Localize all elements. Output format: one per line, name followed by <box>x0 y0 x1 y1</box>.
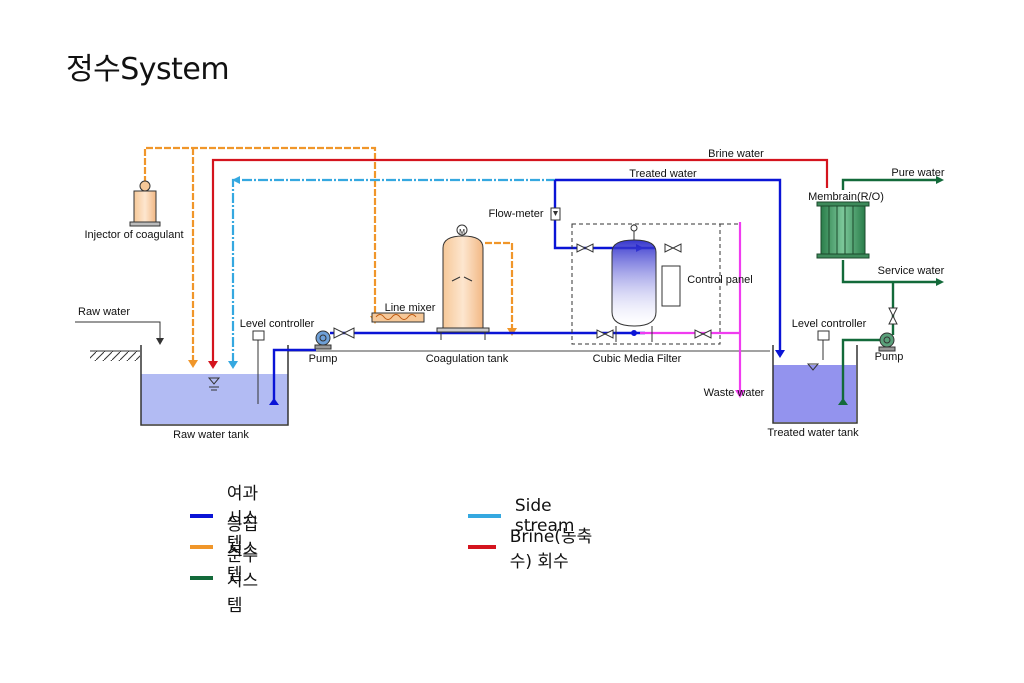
legend-label: Brine(농축수) 회수 <box>509 527 593 572</box>
ground <box>90 350 770 361</box>
label-flow-meter: Flow-meter <box>488 208 543 220</box>
label-treated-water-tank: Treated water tank <box>767 427 859 439</box>
label-pure-water: Pure water <box>891 167 945 179</box>
injector-of-coagulant <box>129 180 161 227</box>
level-controller-right <box>817 330 830 360</box>
legend-item-brine: Brine(농축수) 회수 <box>468 527 595 572</box>
label-pump-right: Pump <box>875 351 904 363</box>
brine-line <box>208 158 829 369</box>
waste-lines <box>640 222 742 392</box>
pure-water-arrows <box>838 176 944 405</box>
label-service-water: Service water <box>878 265 945 277</box>
legend-swatch <box>190 576 213 580</box>
legend-swatch <box>468 545 496 549</box>
label-motor: M <box>459 229 465 236</box>
legend-swatch <box>190 545 213 549</box>
legend-item-filtration: 여과시스템 <box>190 484 266 554</box>
control-piping <box>571 223 740 345</box>
page-title: 정수System <box>66 52 230 87</box>
label-coagulation-tank: Coagulation tank <box>426 353 509 365</box>
raw-water-tank <box>140 345 289 426</box>
waste-arrow <box>735 390 745 398</box>
flow-meter <box>550 207 561 221</box>
pump-left <box>314 327 355 350</box>
legend-item-pure: 순수시스템 <box>190 546 266 616</box>
membrane-ro <box>816 201 870 259</box>
filtration-arrows <box>269 244 785 405</box>
side-stream-line <box>228 176 555 369</box>
raw-water-inlet <box>75 321 164 345</box>
pump-right <box>878 332 896 352</box>
legend-item-coagulation: 응집시스템 <box>190 515 266 585</box>
label-treated-water: Treated water <box>629 168 697 180</box>
legend-label: 여과시스템 <box>226 483 259 554</box>
label-raw-water-tank: Raw water tank <box>173 429 249 441</box>
label-level-controller-right: Level controller <box>792 318 867 330</box>
label-cubic-media-filter: Cubic Media Filter <box>593 353 682 365</box>
label-pump-left: Pump <box>309 353 338 365</box>
line-mixer <box>371 312 425 323</box>
coagulation-lines <box>143 146 514 362</box>
label-membrane: Membrain(R/O) <box>808 191 884 203</box>
valves <box>576 243 898 339</box>
label-waste-water: Waste water <box>704 387 765 399</box>
label-level-controller-left: Level controller <box>240 318 315 330</box>
cubic-media-filter <box>611 224 681 342</box>
legend-label: 순수시스템 <box>226 545 259 616</box>
legend-swatch <box>190 514 213 518</box>
label-raw-water: Raw water <box>78 306 130 318</box>
label-brine-water: Brine water <box>708 148 764 160</box>
label-control-panel: Control panel <box>687 274 752 286</box>
legend-item-side-stream: Side stream <box>468 496 588 536</box>
legend-label: 응집시스템 <box>226 514 259 585</box>
label-line-mixer: Line mixer <box>385 302 436 314</box>
treated-water-tank <box>772 345 858 424</box>
coagulation-tank <box>436 224 490 340</box>
level-controller-left <box>252 330 265 404</box>
legend-label: Side stream <box>514 496 575 536</box>
legend-swatch <box>468 514 501 518</box>
label-injector: Injector of coagulant <box>84 229 183 241</box>
pure-water-lines <box>841 178 938 405</box>
